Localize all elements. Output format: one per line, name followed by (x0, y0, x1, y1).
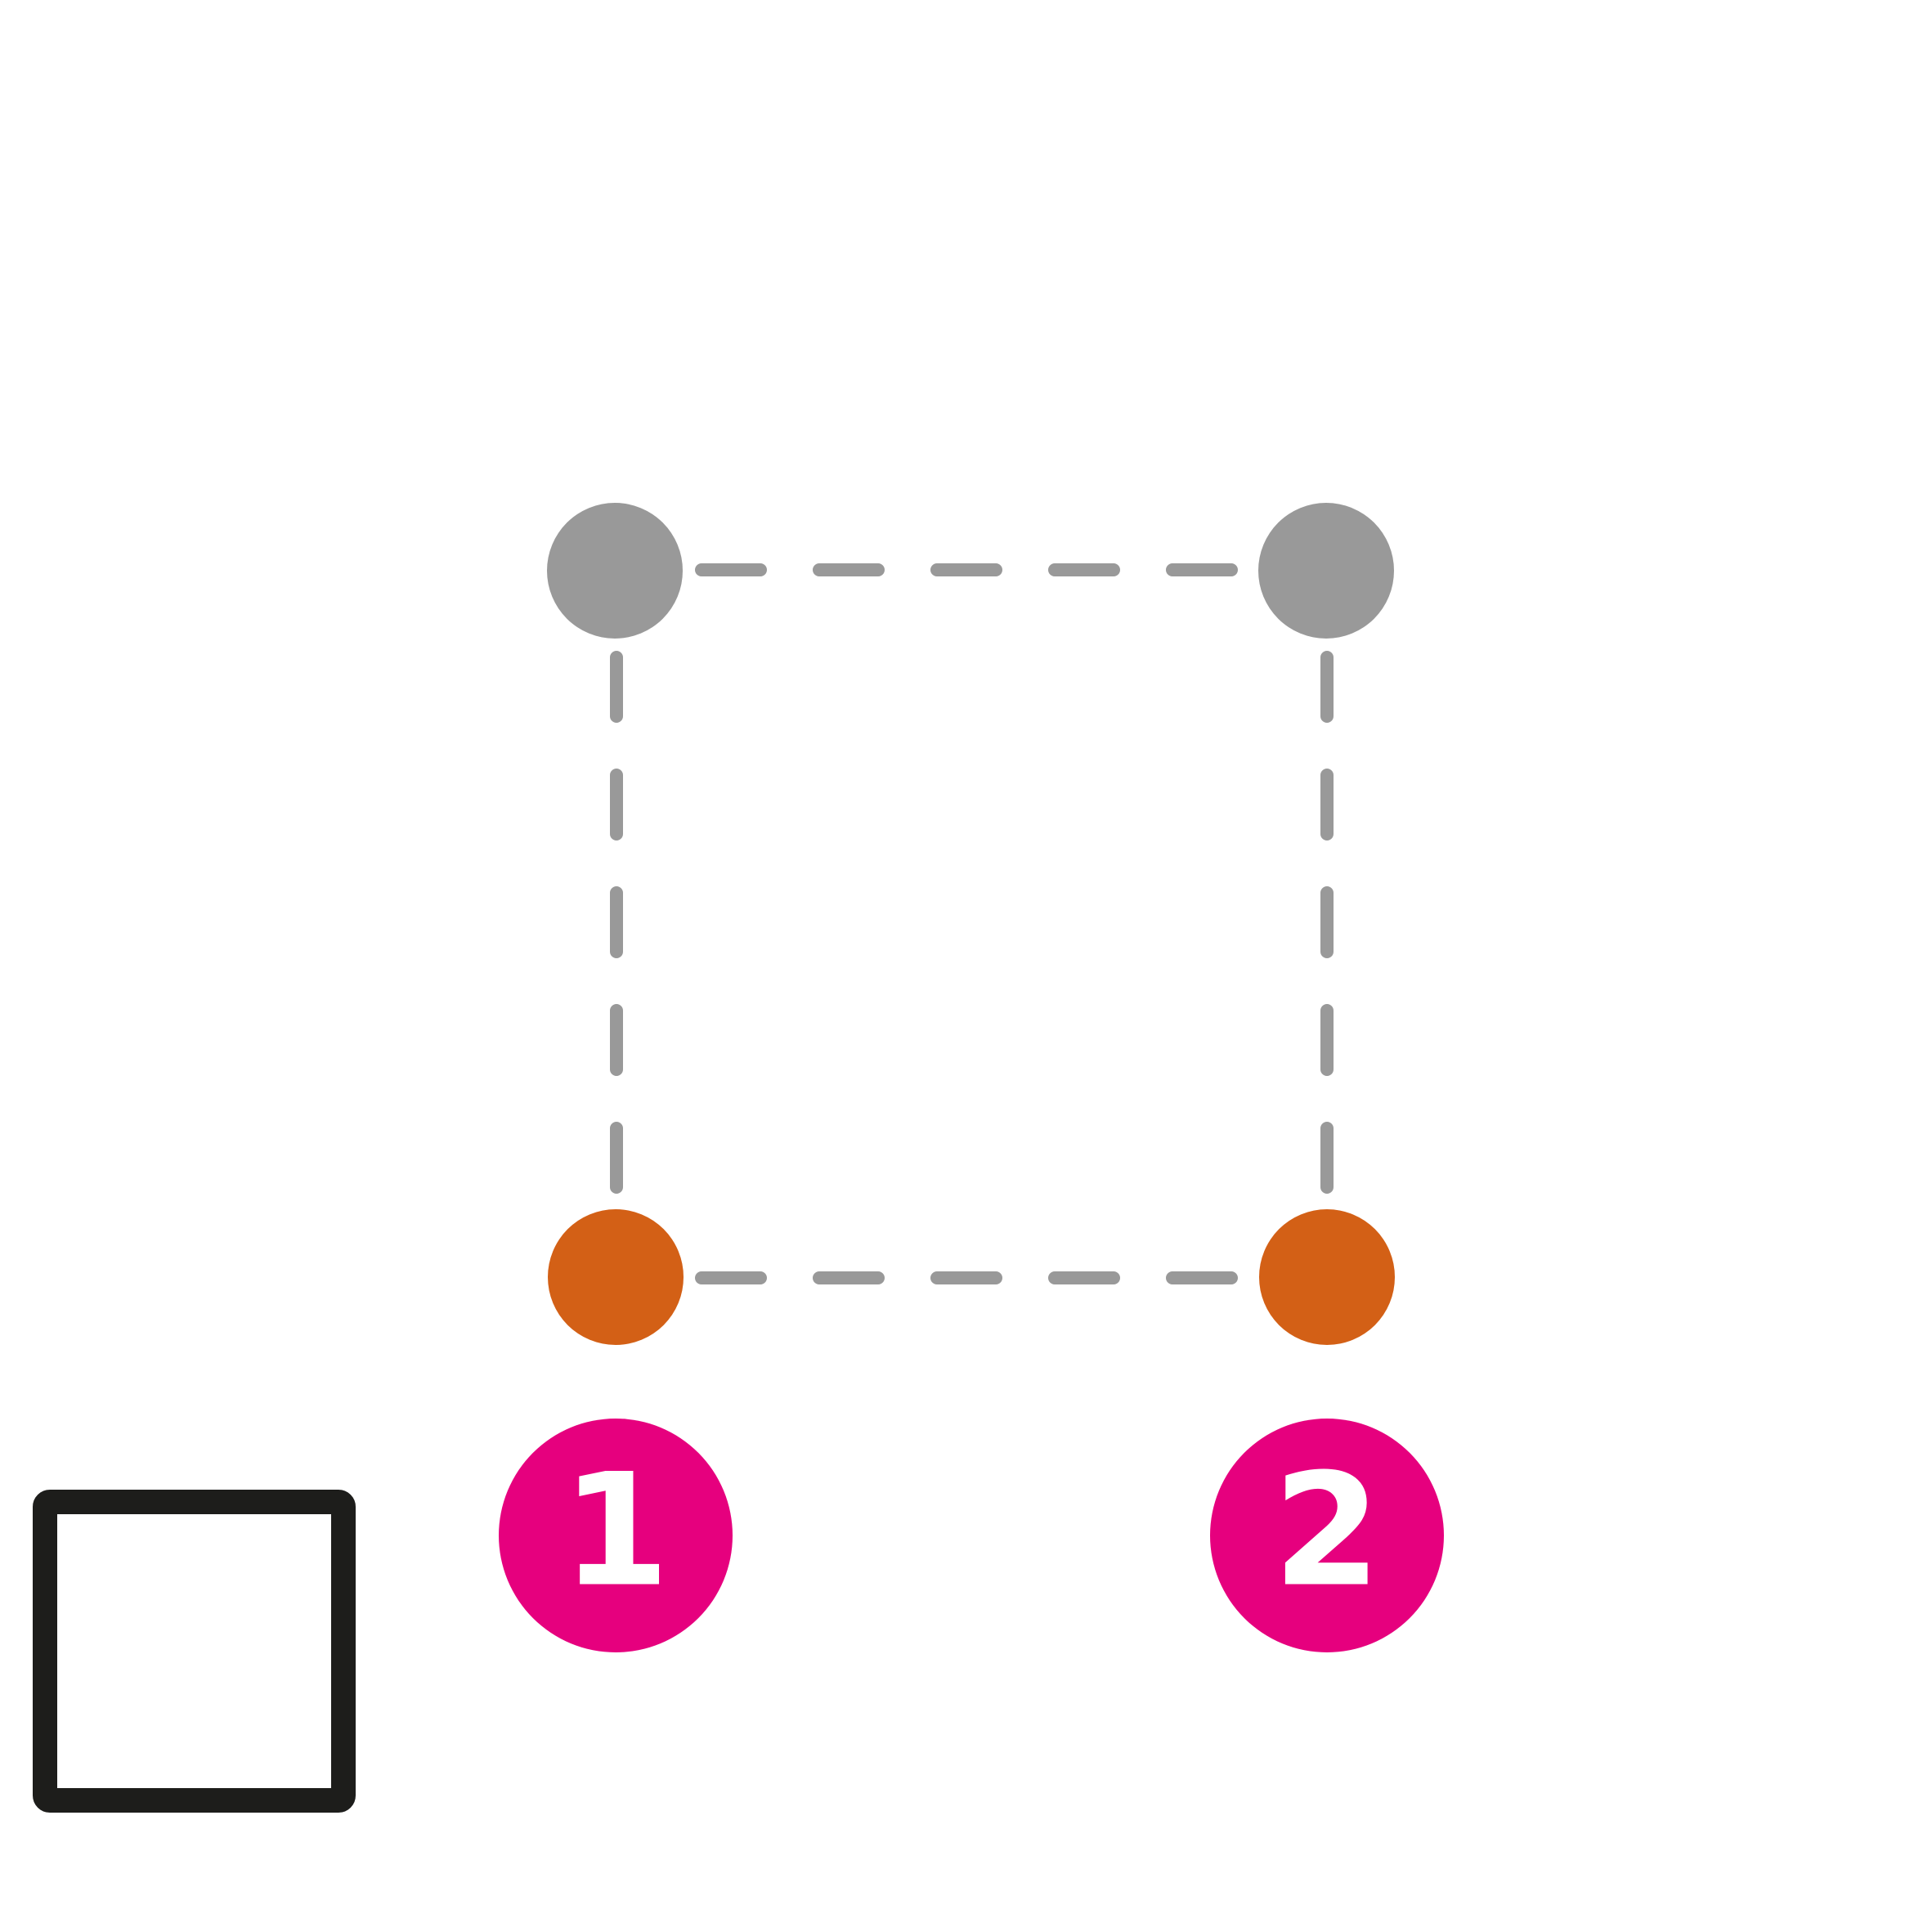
number-marker-2: 2 (1210, 1419, 1444, 1652)
square-outline-icon (33, 1490, 356, 1813)
number-marker-label: 2 (1273, 1441, 1381, 1621)
number-marker-label: 1 (562, 1441, 670, 1621)
corner-dot-bottom-left (548, 1209, 684, 1345)
corner-dot-bottom-right (1259, 1209, 1395, 1345)
number-marker-circle (499, 1419, 733, 1652)
number-marker-1: 1 (499, 1419, 733, 1652)
corner-dot-top-left (547, 503, 683, 639)
number-marker-circle (1210, 1419, 1444, 1652)
corner-dot-top-right (1258, 503, 1394, 639)
